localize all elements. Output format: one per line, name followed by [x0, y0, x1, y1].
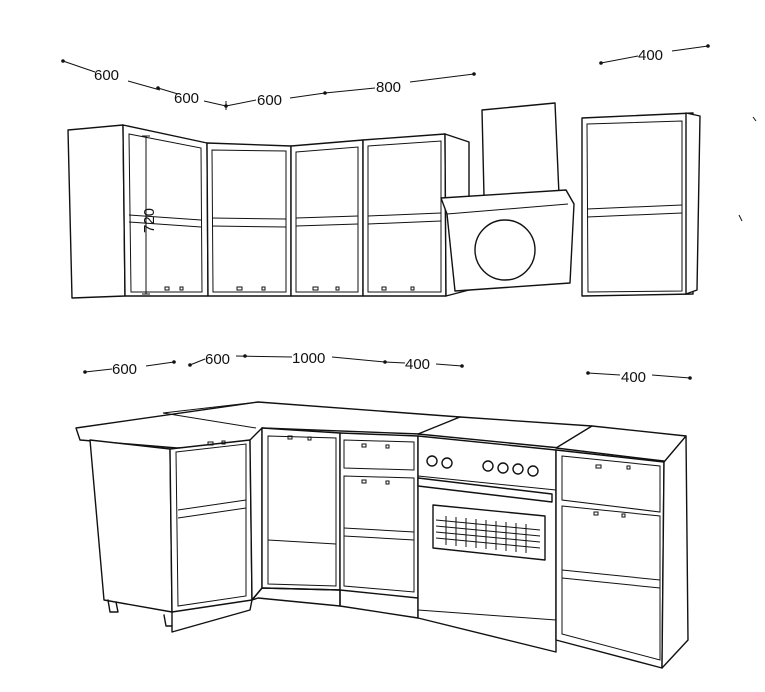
base-cabinet-3 — [339, 432, 419, 599]
base-cabinet-right-side — [661, 435, 689, 669]
base-cabinet-2 — [261, 427, 341, 591]
upper-cabinet-right-side — [685, 112, 701, 295]
lower-dim-b: 600 — [205, 351, 230, 368]
upper-dimension-lines — [61, 44, 710, 110]
range-hood-filter — [474, 219, 536, 281]
upper-handles — [164, 286, 646, 293]
upper-cabinets: 720 — [67, 102, 701, 299]
upper-cabinet-right — [581, 112, 694, 297]
range-hood-chimney — [481, 102, 560, 197]
base-cabinet-right — [555, 449, 665, 669]
upper-dim-c: 600 — [257, 92, 282, 109]
upper-dim-d: 800 — [376, 79, 401, 96]
oven-door-handle — [417, 477, 553, 503]
corner-base-cabinet — [169, 439, 253, 613]
upper-corner-side-panel — [67, 124, 126, 299]
corner-base-side — [89, 439, 173, 613]
lower-dimension-lines — [83, 354, 692, 380]
lower-dim-a: 600 — [112, 361, 137, 378]
lower-handles — [207, 435, 631, 518]
stove — [417, 435, 557, 653]
upper-dim-e: 400 — [638, 47, 663, 64]
base-cabinet-right-drawer — [561, 455, 661, 513]
upper-cabinet-2 — [206, 142, 292, 297]
upper-dim-a: 600 — [94, 67, 119, 84]
base-cabinet-3-drawer — [343, 439, 415, 471]
oven-rack — [435, 516, 541, 553]
upper-height-dimension — [142, 135, 150, 295]
lower-cabinets — [75, 401, 689, 669]
upper-height-label: 720 — [141, 208, 158, 233]
stove-knobs — [426, 455, 539, 477]
base-corner-blind — [249, 427, 263, 601]
lower-dim-d: 400 — [405, 356, 430, 373]
upper-corner-cabinet — [122, 124, 209, 297]
oven-window — [432, 504, 546, 561]
lower-dim-e: 400 — [621, 369, 646, 386]
upper-dim-b: 600 — [174, 90, 199, 107]
lower-dim-c: 1000 — [292, 350, 325, 367]
